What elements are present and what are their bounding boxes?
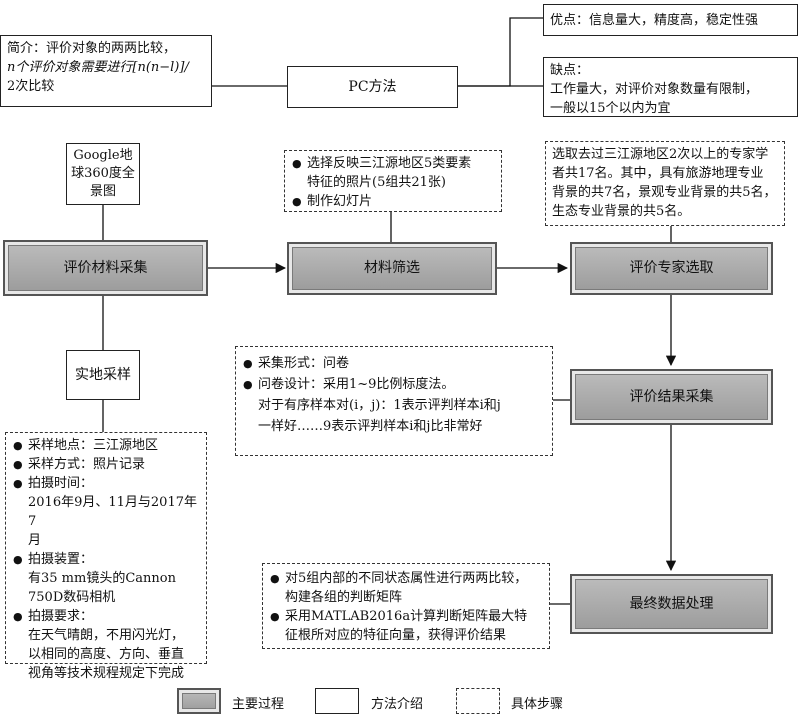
cons-line-1: 工作量大，对评价对象数量有限制， bbox=[550, 82, 759, 97]
step-final-box: 最终数据处理 bbox=[570, 574, 773, 634]
google-line-3: 景图 bbox=[89, 184, 116, 199]
select-detail-item: 制作幻灯片 bbox=[291, 192, 495, 211]
expert-detail-line-2: 者共17名。其中，具有旅游地理专业 bbox=[552, 166, 764, 181]
expert-details: 选取去过三江源地区2次以上的专家学 者共17名。其中，具有旅游地理专业 背景的共… bbox=[545, 141, 785, 226]
select-detail-item: 选择反映三江源地区5类要素 特征的照片(5组共21张) bbox=[291, 154, 495, 192]
cons-title: 缺点： bbox=[550, 63, 590, 78]
questionnaire-extra-1: 对于有序样本对(i，j)：1表示评判样本i和j bbox=[258, 398, 501, 413]
intro-line-2: n个评价对象需要进行[n(n−l)]/ bbox=[7, 60, 189, 75]
fieldwork-box: 实地采样 bbox=[66, 350, 140, 400]
step-results-label: 评价结果采集 bbox=[629, 388, 714, 405]
step-collect-label: 评价材料采集 bbox=[63, 259, 148, 276]
material-select-details: 选择反映三江源地区5类要素 特征的照片(5组共21张) 制作幻灯片 bbox=[284, 150, 502, 212]
intro-line-3: 2次比较 bbox=[7, 79, 55, 94]
expert-detail-line-3: 背景的共7名，景观专业背景的共5名， bbox=[552, 185, 777, 200]
questionnaire-item: 采集形式：问卷 bbox=[242, 353, 546, 374]
final-detail-item: 对5组内部的不同状态属性进行两两比较， 构建各组的判断矩阵 bbox=[269, 569, 543, 607]
step-expert-box: 评价专家选取 bbox=[570, 242, 773, 295]
step-expert-label: 评价专家选取 bbox=[629, 260, 714, 276]
fieldwork-label: 实地采样 bbox=[75, 366, 131, 383]
final-details: 对5组内部的不同状态属性进行两两比较， 构建各组的判断矩阵 采用MATLAB20… bbox=[262, 563, 550, 649]
legend-method-swatch bbox=[315, 688, 359, 714]
questionnaire-extra-2: 一样好……9表示评判样本i和j比非常好 bbox=[258, 419, 483, 434]
step-screen-label: 材料筛选 bbox=[364, 260, 420, 276]
final-detail-item: 采用MATLAB2016a计算判断矩阵最大特 征根所对应的特征向量，获得评价结果 bbox=[269, 607, 543, 645]
legend-step-label: 具体步骤 bbox=[511, 697, 564, 712]
sampling-item: 拍摄要求： 在天气晴朗，不用闪光灯， 以相同的高度、方向、垂直 视角等技术规程规… bbox=[12, 607, 200, 683]
step-screen-box: 材料筛选 bbox=[287, 242, 497, 295]
google-earth-box: Google地 球360度全 景图 bbox=[66, 143, 140, 205]
pros-box: 优点：信息量大，精度高，稳定性强 bbox=[543, 4, 798, 36]
google-line-2: 球360度全 bbox=[71, 166, 135, 181]
legend-main-label: 主要过程 bbox=[232, 697, 285, 712]
sampling-item: 采样地点：三江源地区 bbox=[12, 436, 200, 455]
legend-method-label: 方法介绍 bbox=[371, 697, 424, 712]
questionnaire-details: 采集形式：问卷 问卷设计：采用1~9比例标度法。 对于有序样本对(i，j)：1表… bbox=[235, 346, 553, 456]
pc-method-label: PC方法 bbox=[348, 78, 397, 95]
expert-detail-line-1: 选取去过三江源地区2次以上的专家学 bbox=[552, 147, 769, 162]
intro-box: 简介：评价对象的两两比较， n个评价对象需要进行[n(n−l)]/ 2次比较 bbox=[0, 35, 212, 107]
sampling-item: 采样方式：照片记录 bbox=[12, 455, 200, 474]
cons-line-2: 一般以15个以内为宜 bbox=[550, 101, 671, 116]
sampling-details: 采样地点：三江源地区 采样方式：照片记录 拍摄时间： 2016年9月、11月与2… bbox=[5, 432, 207, 681]
pc-method-box: PC方法 bbox=[287, 66, 458, 108]
expert-detail-line-4: 生态专业背景的共5名。 bbox=[552, 204, 691, 219]
legend-main-swatch bbox=[177, 688, 221, 714]
step-final-label: 最终数据处理 bbox=[629, 595, 714, 612]
questionnaire-item: 问卷设计：采用1~9比例标度法。 bbox=[242, 374, 546, 395]
pc-to-pros-line bbox=[458, 17, 543, 87]
intro-line-1: 简介：评价对象的两两比较， bbox=[7, 41, 177, 56]
legend-step-swatch bbox=[456, 688, 500, 714]
pros-text: 优点：信息量大，精度高，稳定性强 bbox=[550, 12, 759, 28]
step-results-box: 评价结果采集 bbox=[570, 369, 773, 425]
sampling-item: 拍摄时间： 2016年9月、11月与2017年7 月 bbox=[12, 474, 200, 550]
sampling-item: 拍摄装置： 有35 mm镜头的Cannon 750D数码相机 bbox=[12, 550, 200, 607]
google-line-1: Google地 bbox=[73, 148, 133, 163]
cons-box: 缺点： 工作量大，对评价对象数量有限制， 一般以15个以内为宜 bbox=[543, 57, 798, 117]
step-collect-box: 评价材料采集 bbox=[3, 240, 208, 296]
